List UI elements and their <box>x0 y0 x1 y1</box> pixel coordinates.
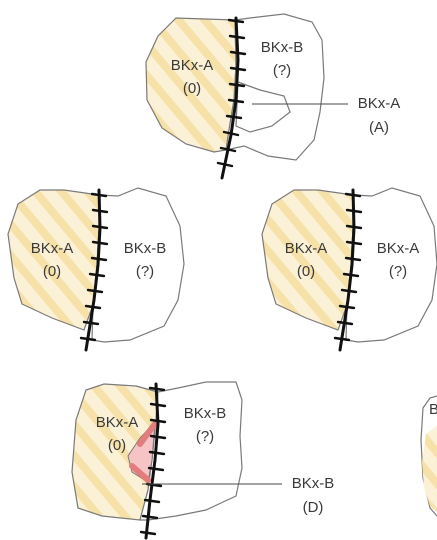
panel-bottom-left: BKx-A (0) BKx-B (?) BKx-B (D) <box>71 381 335 540</box>
left-sub: (0) <box>297 263 315 280</box>
left-label: BKx-A <box>31 240 74 257</box>
callout-label: BKx-A <box>358 95 401 112</box>
left-label: BKx-A <box>96 414 139 431</box>
panel-middle-right: BKx-A (0) BKx-A (?) <box>261 187 437 352</box>
right-sub: (?) <box>196 428 214 445</box>
panel-middle-left: BKx-A (0) BKx-B (?) <box>7 187 185 352</box>
region-partial-hatched <box>422 426 437 512</box>
panel-bottom-right-partial: B <box>420 395 437 517</box>
rail-line <box>144 382 160 540</box>
rail-ticks <box>216 18 247 168</box>
pink-stroke-lower <box>129 463 151 483</box>
left-sub: (0) <box>108 437 126 454</box>
region-notch <box>235 81 291 133</box>
callout-sub: (D) <box>303 499 324 516</box>
right-label: BKx-B <box>124 240 167 257</box>
right-label: BKx-A <box>377 240 420 257</box>
right-label: BKx-B <box>261 39 304 56</box>
left-sub: (0) <box>43 263 61 280</box>
pink-stroke-upper <box>137 422 157 447</box>
region-left-hatched <box>7 189 100 331</box>
region-right <box>139 381 243 521</box>
region-left-hatched <box>261 189 354 331</box>
rail-ticks <box>79 192 109 342</box>
callout-sub: (A) <box>369 119 389 136</box>
right-sub: (?) <box>389 263 407 280</box>
right-sub: (?) <box>136 263 154 280</box>
partial-label-letter: B <box>429 401 437 418</box>
rail-line <box>338 188 356 352</box>
callout-label: BKx-B <box>292 475 335 492</box>
left-sub: (0) <box>183 80 201 97</box>
panel-top: BKx-A (0) BKx-B (?) BKx-A (A) <box>145 13 401 180</box>
rail-ticks <box>333 192 363 342</box>
right-label: BKx-B <box>184 405 227 422</box>
left-label: BKx-A <box>285 240 328 257</box>
right-sub: (?) <box>273 62 291 79</box>
left-label: BKx-A <box>171 57 214 74</box>
rail-line <box>84 188 102 352</box>
